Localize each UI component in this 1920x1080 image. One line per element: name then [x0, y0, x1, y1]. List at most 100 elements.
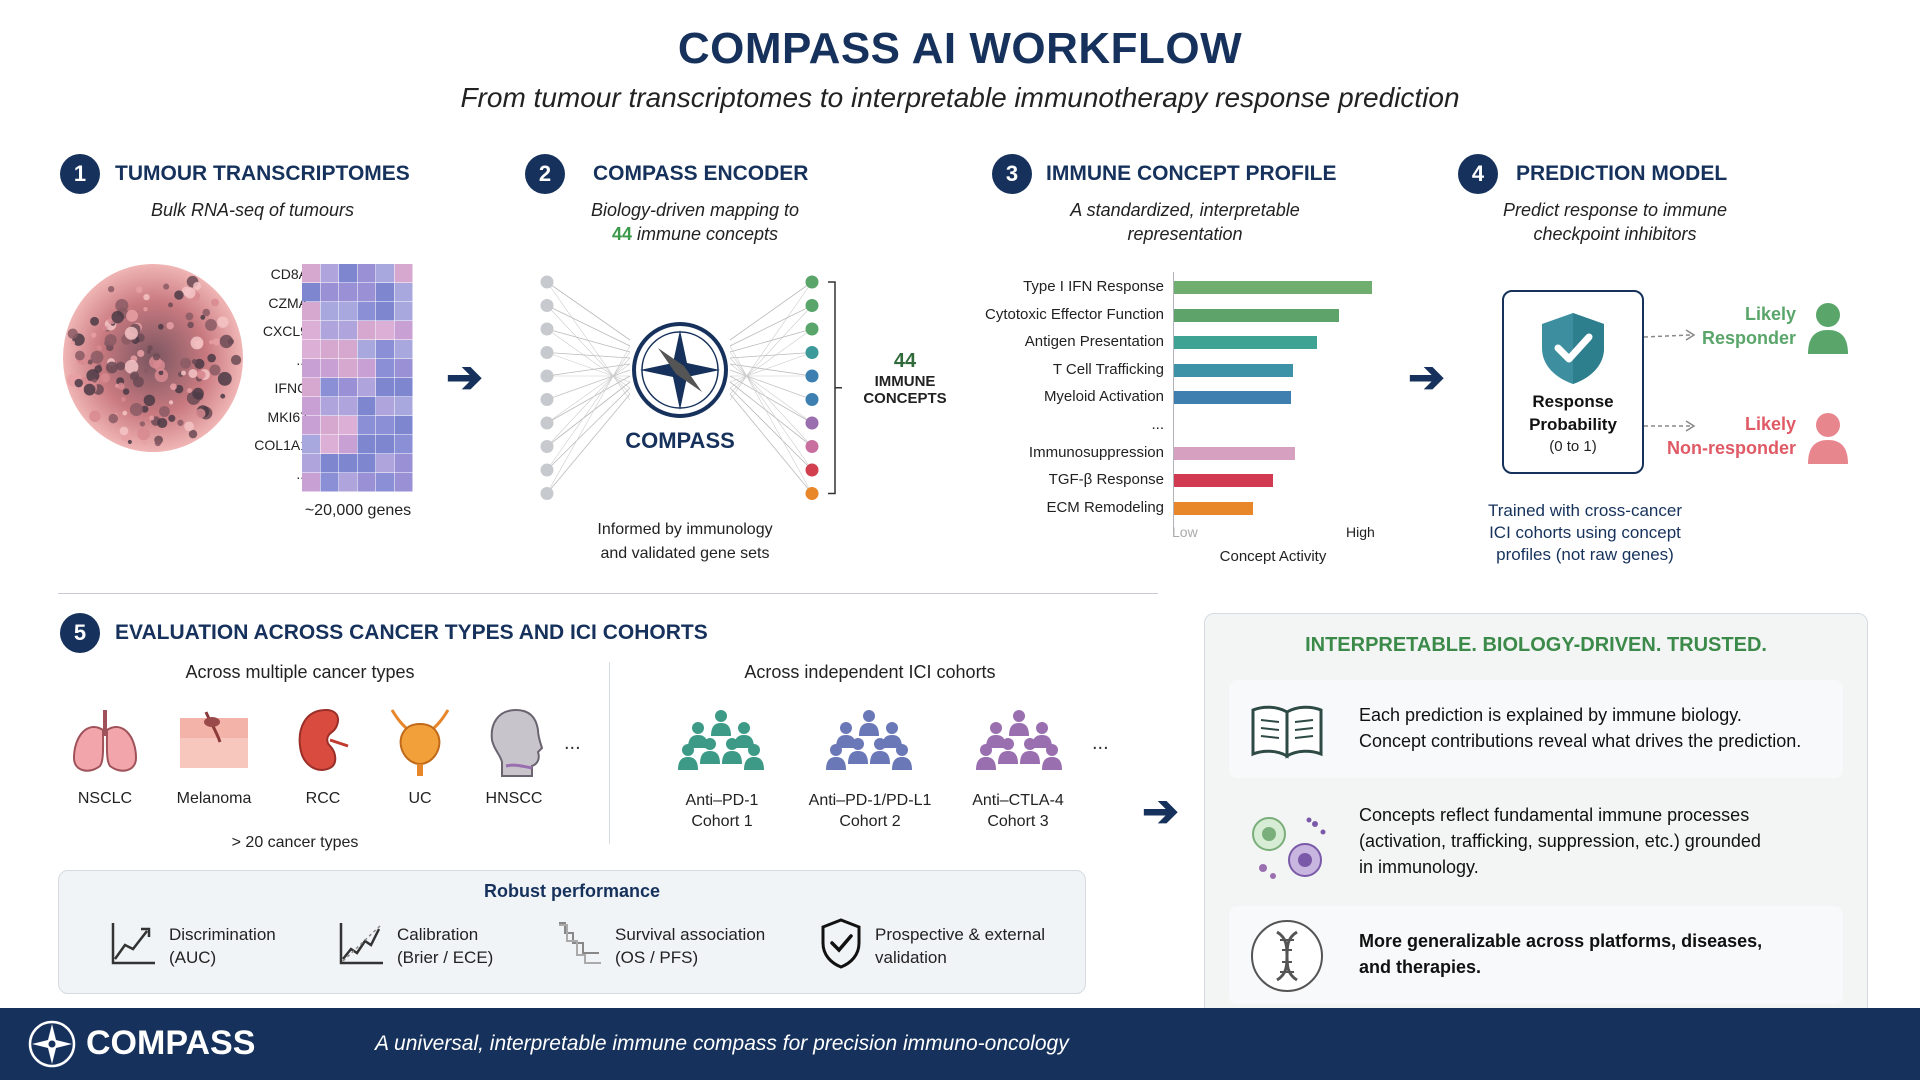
heatmap-cell	[394, 321, 413, 340]
nonresponder-line2: Non-responder	[1666, 438, 1796, 458]
cohort-label: Anti–PD-1 Cohort 1	[652, 790, 792, 832]
concept-bar	[1174, 308, 1339, 322]
likely-nonresponder-label: Likely Non-responder	[1648, 412, 1796, 460]
network-edge	[546, 363, 631, 377]
step-5-badge: 5	[60, 613, 100, 653]
concepts-callout-number: 44	[893, 350, 917, 372]
person-head	[1036, 722, 1048, 734]
person-head	[682, 744, 694, 756]
input-node	[540, 416, 554, 430]
concept-label: Cytotoxic Effector Function	[985, 305, 1164, 323]
concept-bar	[1174, 391, 1291, 405]
person-body	[998, 751, 1018, 764]
people-group-icon	[678, 710, 764, 770]
person-head	[980, 744, 992, 756]
axis-title: Concept Activity	[1219, 548, 1327, 565]
concept-label: T Cell Trafficking	[1052, 360, 1164, 378]
tumour-cell-dot	[104, 334, 117, 347]
person-head	[874, 738, 886, 750]
bladder-icon	[390, 709, 450, 776]
step-2-subtitle-line1: Biology-driven mapping to	[590, 200, 800, 220]
network-edge	[729, 305, 813, 395]
tumour-cell-dot	[87, 359, 93, 365]
network-edge	[729, 357, 813, 447]
gene-label: MKI67	[267, 408, 308, 425]
shield-check-icon	[821, 918, 861, 969]
person-head	[1046, 744, 1058, 756]
page-title: COMPASS AI WORKFLOW	[677, 24, 1243, 73]
network-edge	[729, 351, 813, 471]
tumour-cell-dot	[158, 323, 164, 330]
trust-item-text: More generalizable across platforms, dis…	[1359, 928, 1762, 980]
heatmap-cell	[320, 340, 339, 359]
heatmap-cell	[320, 264, 339, 283]
cohort-2-therapy: Anti–PD-1/PD-L1	[808, 792, 932, 809]
step-4-subtitle-line1: Predict response to immune	[1502, 200, 1728, 220]
tumour-cell-dot	[143, 394, 156, 407]
tumour-cell-dot	[188, 368, 198, 378]
network-edge	[729, 352, 813, 359]
tumour-cell-dot	[102, 325, 108, 331]
cancer-label: HNSCC	[485, 790, 543, 807]
evaluation-divider	[609, 662, 610, 844]
expression-heatmap	[302, 264, 413, 492]
concept-node	[805, 275, 819, 289]
heatmap-cell	[339, 264, 357, 283]
tumour-cell-dot	[122, 388, 130, 395]
tumour-cell-dot	[180, 357, 192, 369]
tumour-cell-dot	[142, 440, 147, 445]
dna-icon	[1251, 920, 1323, 992]
heatmap-cell	[320, 321, 339, 340]
metric-validation: Prospective & external validation	[875, 923, 1045, 969]
person-body	[711, 723, 731, 736]
tumour-cell-dot	[227, 338, 234, 345]
likely-responder-label: Likely Responder	[1648, 302, 1796, 350]
tumour-cell-dot	[157, 417, 168, 429]
encoder-note-line2: and validated gene sets	[600, 545, 770, 562]
tumour-cell-dot	[106, 361, 118, 374]
gene-label: COL1A1	[254, 437, 308, 453]
network-edge	[546, 387, 631, 471]
step-5-title: EVALUATION ACROSS CANCER TYPES AND ICI C…	[115, 621, 708, 644]
heatmap-cell	[302, 359, 320, 378]
network-edge	[546, 393, 631, 494]
tumour-cell-dot	[116, 361, 126, 371]
metric-3-name: Survival association	[615, 925, 766, 944]
trust-item-2-line3: in immunology.	[1359, 857, 1479, 877]
tumour-cell-dot	[181, 370, 186, 376]
tumour-cell-dot	[135, 286, 143, 293]
person-head	[715, 710, 727, 722]
heatmap-cell	[357, 359, 376, 378]
metric-3-detail: (OS / PFS)	[615, 948, 699, 967]
tumour-cell-dot	[122, 410, 128, 416]
tumour-cell-dot	[190, 336, 204, 350]
tumour-cell-dot	[120, 397, 126, 402]
cancer-label: RCC	[305, 790, 341, 807]
response-probability-range: (0 to 1)	[1549, 438, 1597, 455]
heatmap-cell	[339, 397, 357, 416]
tumour-cell-dot	[159, 406, 170, 417]
cohorts-heading: Across independent ICI cohorts	[744, 662, 996, 682]
person-head	[852, 738, 864, 750]
heatmap-cell	[339, 283, 357, 302]
step-3-subtitle: A standardized, interpretable representa…	[1040, 198, 1330, 246]
heatmap-cell	[394, 397, 413, 416]
gene-label: CZMA	[268, 294, 308, 311]
cancer-count-note: > 20 cancer types	[231, 834, 359, 851]
person-head	[704, 738, 716, 750]
heatmap-cell	[320, 435, 339, 454]
person-head	[896, 744, 908, 756]
tumour-cell-dot	[143, 293, 150, 301]
concept-label: ECM Remodeling	[1046, 498, 1164, 516]
network-edge	[546, 375, 631, 424]
person-head	[726, 738, 738, 750]
footer-brand: COMPASS	[86, 1024, 256, 1062]
heatmap-cell	[339, 359, 357, 378]
network-edge	[729, 281, 813, 401]
concept-bracket	[828, 281, 842, 495]
tumour-cell-dot	[187, 321, 194, 329]
step-2-subtitle: Biology-driven mapping to 44 immune conc…	[545, 198, 845, 246]
concepts-callout: 44 IMMUNE CONCEPTS	[855, 350, 955, 407]
tumour-cell-dot	[192, 387, 204, 400]
concept-axis-line	[1173, 272, 1174, 530]
